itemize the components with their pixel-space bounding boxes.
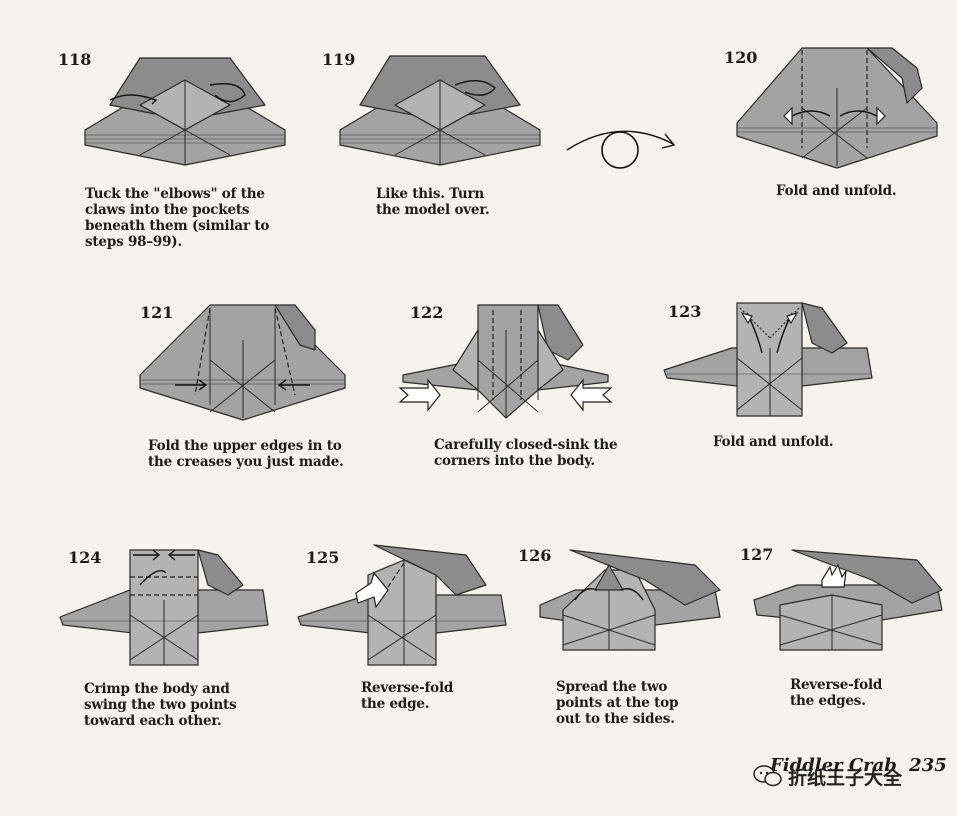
step-123-number: 123 [668,302,702,321]
step-123-diagram [663,302,873,417]
step-126-caption: Spread the two points at the top out to … [556,679,679,727]
page-footer: Fiddler Crab 235 [770,755,947,776]
step-127-diagram [753,549,943,651]
step-121-diagram [139,304,346,421]
footer-page-number: 235 [909,755,947,776]
step-123-caption: Fold and unfold. [713,434,834,450]
step-127-number: 127 [740,545,774,564]
step-119-diagram [339,55,541,166]
step-121-caption: Fold the upper edges in to the creases y… [148,438,344,470]
step-120-diagram [736,47,938,169]
step-125-diagram [297,544,507,666]
step-126-number: 126 [518,546,552,565]
step-122-number: 122 [410,303,444,322]
step-120-number: 120 [724,48,758,67]
step-126-diagram [539,549,721,651]
step-125-caption: Reverse-fold the edge. [361,680,454,712]
wechat-logo-icon [753,765,782,787]
step-124-caption: Crimp the body and swing the two points … [84,681,237,729]
step-118-diagram [84,57,286,166]
step-122-diagram [398,304,613,419]
step-124-diagram [59,549,269,666]
turn-over-icon [566,130,676,169]
step-127-caption: Reverse-fold the edges. [790,677,883,709]
footer-title: Fiddler Crab [770,755,897,776]
step-124-number: 124 [68,548,102,567]
step-122-caption: Carefully closed-sink the corners into t… [434,437,618,469]
step-125-number: 125 [306,548,340,567]
watermark-text: 折纸王子大全 [788,767,903,789]
step-118-caption: Tuck the "elbows" of the claws into the … [85,186,270,250]
step-119-number: 119 [322,50,356,69]
step-120-caption: Fold and unfold. [776,183,897,199]
step-121-number: 121 [140,303,174,322]
step-119-caption: Like this. Turn the model over. [376,186,490,218]
step-118-number: 118 [58,50,92,69]
